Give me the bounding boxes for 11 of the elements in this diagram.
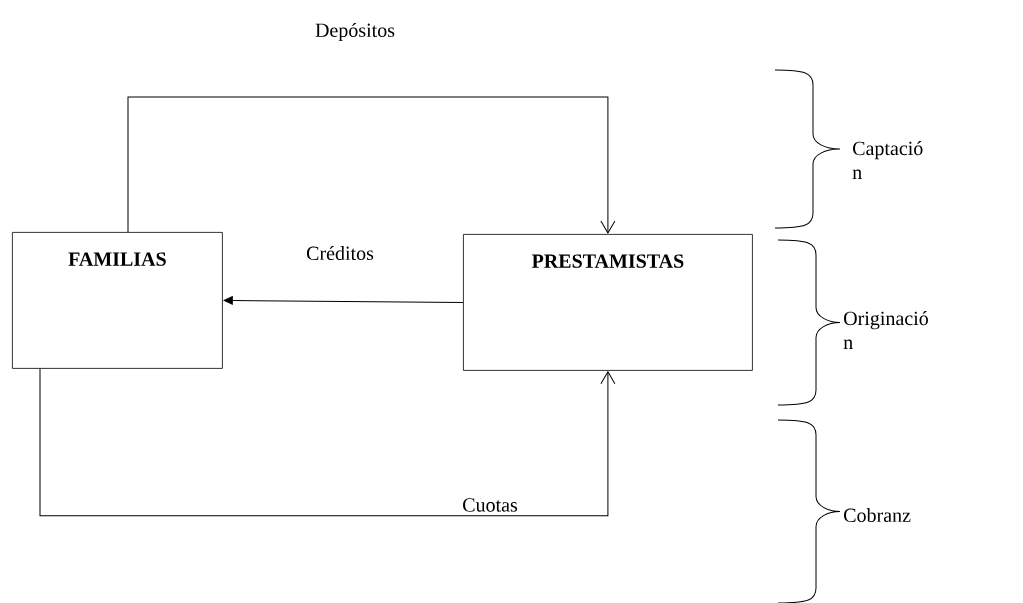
box: PRESTAMISTAS bbox=[463, 234, 753, 371]
edge-label: Depósitos bbox=[312, 19, 398, 45]
section-label: Originació n bbox=[843, 311, 928, 349]
arrow bbox=[39, 368, 616, 517]
arrow bbox=[223, 296, 464, 305]
edge-label: Créditos bbox=[303, 242, 377, 264]
box: FAMILIAS bbox=[12, 232, 223, 369]
section-label: Captació n bbox=[852, 141, 923, 179]
arrow bbox=[127, 96, 616, 234]
edge-label: Cuotas bbox=[459, 495, 521, 515]
section-label: Cobranz bbox=[844, 507, 911, 523]
